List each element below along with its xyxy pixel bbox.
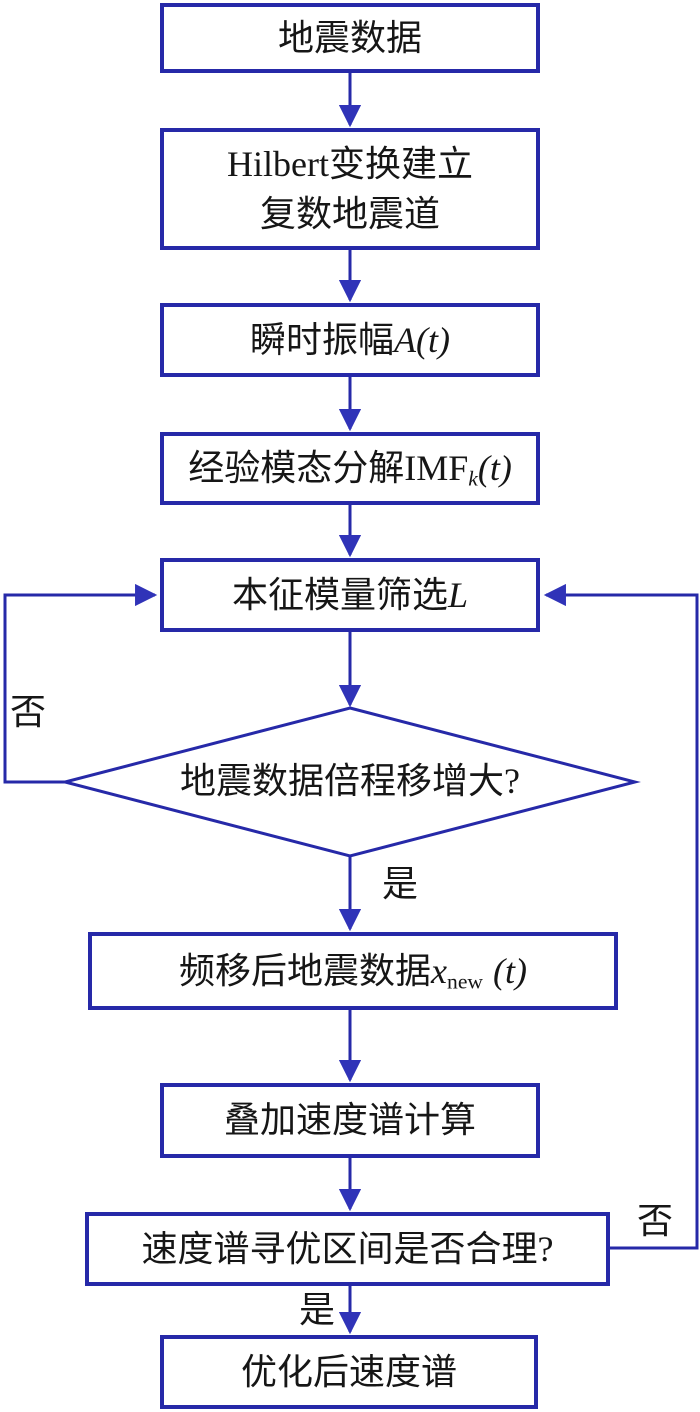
label-text: 瞬时振幅 xyxy=(250,319,395,360)
node-imf-screening: 本征模量筛选L xyxy=(160,558,540,632)
label-text: 本征模量筛选 xyxy=(231,574,448,615)
node-label: 经验模态分解IMFk(t) xyxy=(188,443,512,493)
edge-label-yes-middle: 是 xyxy=(382,864,419,904)
node-label: 叠加速度谱计算 xyxy=(223,1100,476,1141)
node-label-line2: 复数地震道 xyxy=(259,194,440,234)
edge-label-yes-bottom: 是 xyxy=(299,1290,336,1330)
node-label: 本征模量筛选L xyxy=(232,570,468,620)
node-label-line1: Hilbert变换建立 xyxy=(227,143,473,184)
node-shifted-seismic-data: 频移后地震数据xnew (t) xyxy=(88,932,618,1010)
edge-label-no-left: 否 xyxy=(10,692,47,732)
math-variable: x xyxy=(431,950,448,991)
loop-no-left xyxy=(3,583,158,784)
decision-diamond-shape xyxy=(59,706,641,858)
node-hilbert-transform: Hilbert变换建立 复数地震道 xyxy=(160,128,540,250)
decision-shift-label: 地震数据倍程移增大? xyxy=(180,761,520,801)
loop-no-right xyxy=(543,583,699,1250)
node-instantaneous-amplitude: 瞬时振幅A(t) xyxy=(160,303,540,377)
math-args: (t) xyxy=(477,448,512,489)
math-subscript: new xyxy=(447,969,483,994)
math-variable: L xyxy=(447,574,469,615)
node-label: 瞬时振幅A(t) xyxy=(250,315,450,365)
node-label: 频移后地震数据xnew (t) xyxy=(179,946,527,996)
edge-label-no-right: 否 xyxy=(637,1201,674,1241)
node-optimized-velocity-spectrum: 优化后速度谱 xyxy=(160,1335,538,1409)
label-text: 经验模态分解 xyxy=(188,448,405,489)
math-args: (t) xyxy=(493,950,527,991)
node-decision-interval: 速度谱寻优区间是否合理? xyxy=(85,1212,610,1286)
node-stacking-velocity-spectrum: 叠加速度谱计算 xyxy=(160,1083,540,1158)
node-empirical-mode-decomposition: 经验模态分解IMFk(t) xyxy=(160,432,540,505)
node-label: 优化后速度谱 xyxy=(240,1351,457,1392)
node-seismic-data: 地震数据 xyxy=(160,3,540,73)
math-name: IMF xyxy=(404,448,469,489)
math-subscript: k xyxy=(468,466,478,491)
label-text: 频移后地震数据 xyxy=(179,950,432,991)
math-expression: A(t) xyxy=(394,319,450,360)
node-label: 速度谱寻优区间是否合理? xyxy=(141,1228,554,1269)
node-label: 地震数据 xyxy=(277,17,422,58)
